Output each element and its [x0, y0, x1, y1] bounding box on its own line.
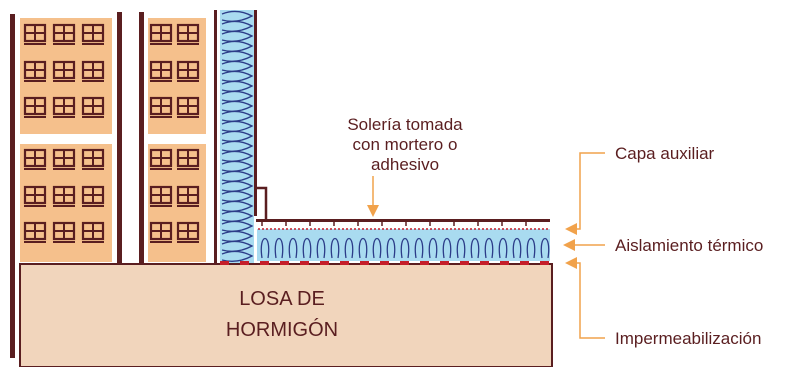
window-icon [23, 185, 47, 207]
building-post [10, 14, 15, 358]
window-icon [23, 96, 47, 118]
building-post [139, 12, 144, 264]
window-icon [23, 23, 47, 45]
wall-line [214, 10, 217, 264]
wall-coil [221, 10, 254, 262]
window-icon [149, 185, 173, 207]
window-icon [149, 148, 173, 170]
leader-aux-layer: Capa auxiliar [565, 144, 715, 235]
window-icon [81, 96, 105, 118]
window-icon [149, 23, 173, 45]
window-icon [81, 60, 105, 82]
window-icon [81, 185, 105, 207]
floor-coil [260, 238, 550, 259]
skirting [256, 186, 268, 222]
leader-insulation: Aislamiento térmico [563, 236, 763, 255]
concrete-slab [19, 263, 553, 367]
window-icon [176, 185, 200, 207]
window-icon [81, 23, 105, 45]
window-icon [52, 23, 76, 45]
window-icon [81, 148, 105, 170]
window-icon [149, 96, 173, 118]
window-icon [52, 148, 76, 170]
slab-label-line2: HORMIGÓN [226, 318, 338, 341]
callout-tiles-line3: adhesivo [371, 155, 439, 174]
label-aux-layer: Capa auxiliar [615, 144, 715, 163]
leader-waterproofing: Impermeabilización [565, 257, 761, 348]
building-post [117, 12, 122, 264]
window-icon [23, 221, 47, 243]
window-icon [176, 96, 200, 118]
callout-tiles-line2: con mortero o [353, 135, 458, 154]
callout-tiles: Solería tomada con mortero o adhesivo [347, 115, 463, 217]
window-icon [176, 221, 200, 243]
wall-line [254, 10, 257, 216]
label-insulation: Aislamiento térmico [615, 236, 763, 255]
window-icon [52, 185, 76, 207]
tile-joints [261, 222, 527, 226]
window-icon [52, 60, 76, 82]
window-icon [176, 148, 200, 170]
window-icon [149, 221, 173, 243]
window-icon [149, 60, 173, 82]
label-waterproofing: Impermeabilización [615, 329, 761, 348]
window-icon [23, 148, 47, 170]
slab-label-line1: LOSA DE [239, 288, 325, 310]
window-icon [52, 221, 76, 243]
window-icon [176, 23, 200, 45]
window-icon [81, 221, 105, 243]
tile-floor [256, 219, 550, 222]
floor-insulation [257, 229, 550, 261]
window-grid [23, 23, 200, 243]
building-left [20, 18, 112, 262]
window-icon [23, 60, 47, 82]
window-icon [52, 96, 76, 118]
callout-tiles-line1: Solería tomada [347, 115, 463, 134]
window-icon [176, 60, 200, 82]
